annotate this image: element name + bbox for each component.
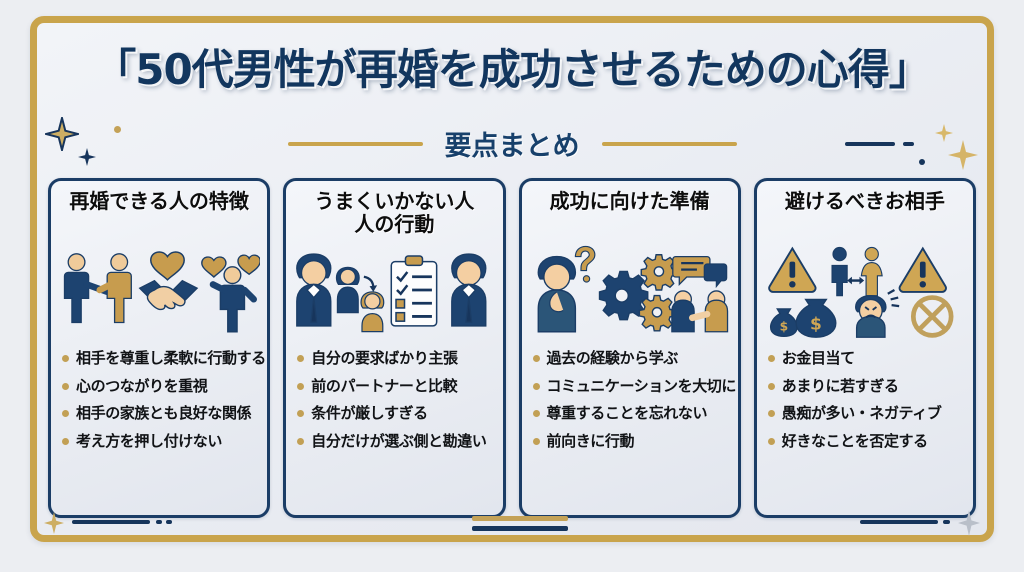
bottom-decoration-row [44,510,980,536]
bullet-dot-icon [62,410,69,417]
sparkle-icon-right-small [935,124,953,142]
list-item: 条件が厳しすぎる [297,405,493,422]
card-behaviors-that-fail[interactable]: うまくいかない人 人の行動 [283,178,506,518]
sparkle-icon-left-large [45,117,79,151]
bullet-dot-icon [532,410,540,417]
bullet-dot-icon [297,382,305,390]
decor-dot-bottom-left-1 [156,520,162,524]
list-item: 心のつながりを重視 [62,377,258,395]
list-item: 前のパートナーと比較 [297,377,493,395]
bullet-dot-icon [297,410,305,417]
card-heading: うまくいかない人 人の行動 [314,189,475,236]
cards-row: 再婚できる人の特徴 [48,178,976,518]
list-item: 相手の家族とも良好な関係 [62,405,258,422]
bullet-dot-icon [767,382,775,390]
decor-dot-bottom-left-2 [166,520,172,524]
sparkle-icon-right-large [948,140,978,170]
card-illustration-comparison-checklist [293,238,495,342]
bullet-dot-icon [297,355,305,362]
sparkle-icon-left-small [78,148,96,166]
subtitle-rule-left [287,141,423,146]
decor-dot-gold-left [114,126,121,133]
list-item: 相手を尊重し柔軟に行動する [62,350,266,367]
bullet-dot-icon [532,382,540,390]
decor-dot-navy-right [919,159,925,165]
decor-dash-long [845,142,895,146]
sparkle-icon-bottom-left [44,512,64,534]
list-item: 過去の経験から学ぶ [532,350,729,367]
bullet-dot-icon [532,355,540,362]
list-item: あまりに若すぎる [767,377,964,395]
decor-dash-short [903,142,914,146]
card-heading: 再婚できる人の特徴 [69,189,249,213]
bullet-dot-icon [767,410,775,417]
card-illustration-thinking-gears-talk [529,238,731,342]
card-bullet-list: 自分の要求ばかり主張 前のパートナーと比較 条件が厳しすぎる 自分だけが選ぶ側と… [293,348,495,507]
svg-text:$: $ [779,320,788,334]
subtitle-group: 要点まとめ [0,124,1024,163]
decor-line-bottom-right [860,520,938,524]
bullet-dot-icon [62,355,69,362]
card-illustration-handshake-hearts [58,238,261,342]
list-item: 好きなことを否定する [767,432,964,450]
card-preparation-for-success[interactable]: 成功に向けた準備 [518,178,741,518]
list-item: 尊重することを忘れない [532,405,729,422]
list-item: 前向きに行動 [532,432,729,450]
decor-line-center-gold [472,516,568,521]
decor-dot-bottom-right [943,520,950,524]
card-bullet-list: お金目当て あまりに若すぎる 愚痴が多い・ネガティブ 好きなことを否定する [764,348,966,507]
card-partners-to-avoid[interactable]: 避けるべきお相手 [753,178,976,518]
bullet-dot-icon [62,437,69,445]
list-item: 自分の要求ばかり主張 [297,350,493,367]
page-title: 「50代男性が再婚を成功させるための心得」 [94,45,930,94]
decor-line-center-navy [472,526,568,531]
bullet-dot-icon [532,437,540,445]
card-heading: 避けるべきお相手 [784,189,945,213]
list-item: コミュニケーションを大切に [532,377,736,395]
list-item: 愚痴が多い・ネガティブ [767,405,964,422]
subtitle-rule-right [601,141,737,146]
card-illustration-warnings-money-negative: $ $ [764,238,966,342]
bullet-dot-icon [62,382,69,390]
card-bullet-list: 相手を尊重し柔軟に行動する 心のつながりを重視 相手の家族とも良好な関係 考え方… [58,348,266,507]
decor-line-bottom-left [72,520,150,524]
subtitle: 要点まとめ [444,131,580,162]
list-item: 自分だけが選ぶ側と勘違い [297,432,493,450]
bullet-dot-icon [767,355,775,362]
card-features-of-remarriable-people[interactable]: 再婚できる人の特徴 [48,178,271,518]
bullet-dot-icon [297,437,305,445]
svg-text:$: $ [810,315,822,335]
card-heading: 成功に向けた準備 [549,189,710,213]
card-bullet-list: 過去の経験から学ぶ コミュニケーションを大切に 尊重することを忘れない 前向きに… [529,348,736,507]
sparkle-icon-bottom-right [958,510,980,536]
bullet-dot-icon [767,437,775,445]
list-item: お金目当て [767,350,964,367]
list-item: 考え方を押し付けない [62,432,258,450]
